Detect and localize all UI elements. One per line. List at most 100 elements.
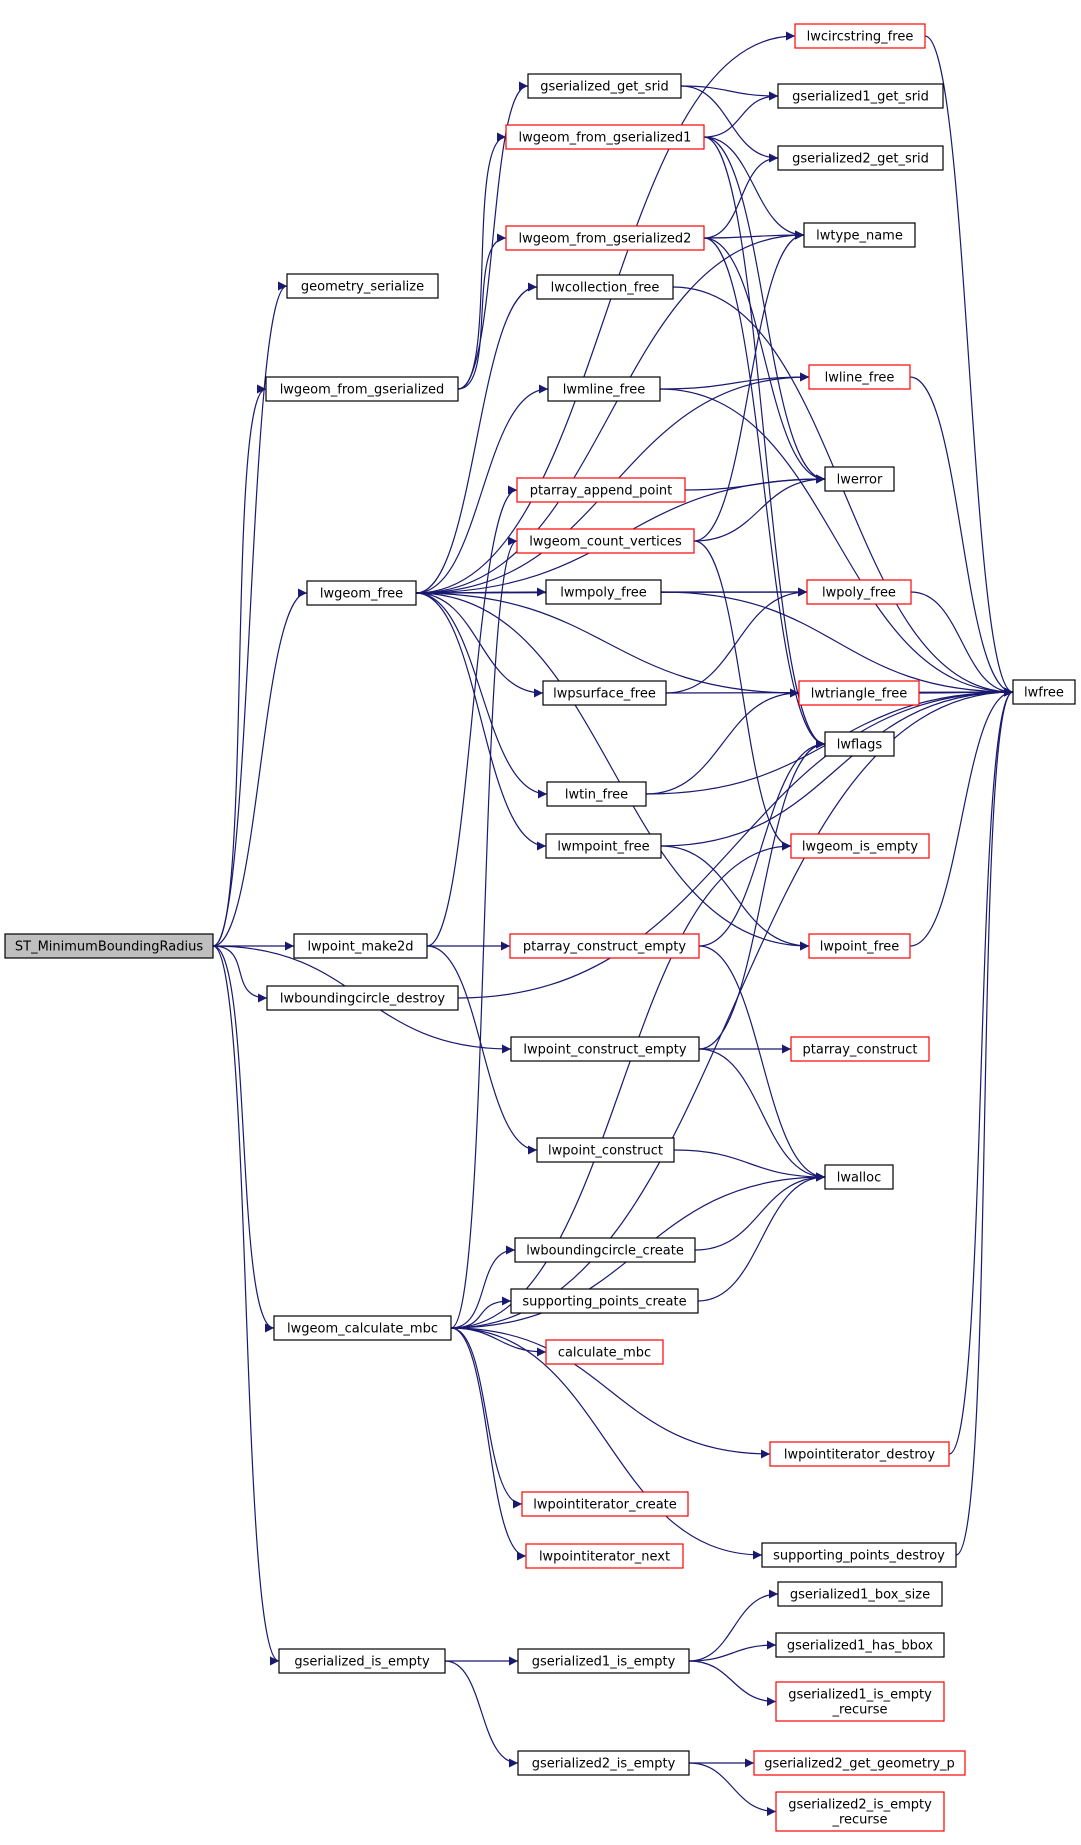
node-box xyxy=(798,680,920,706)
node-box xyxy=(527,73,682,99)
node-box xyxy=(761,1542,957,1568)
node-lwgeom-from-gserialized2[interactable]: lwgeom_from_gserialized2 xyxy=(505,225,705,251)
node-lwgeom-is-empty[interactable]: lwgeom_is_empty xyxy=(790,833,930,859)
node-label: lwboundingcircle_destroy xyxy=(280,992,445,1007)
node-box xyxy=(265,376,459,402)
node-ptarray-construct-empty[interactable]: ptarray_construct_empty xyxy=(509,933,700,959)
node-lwpointiterator-next[interactable]: lwpointiterator_next xyxy=(525,1543,684,1569)
node-label: lwgeom_from_gserialized xyxy=(280,383,445,398)
node-gserialized1-get-srid[interactable]: gserialized1_get_srid xyxy=(777,83,944,109)
call-edge-lwgeom_count_vertices-to-lwgeom_is_empty xyxy=(693,540,792,851)
node-gserialized-get-srid[interactable]: gserialized_get_srid xyxy=(527,73,682,99)
node-lwgeom-free[interactable]: lwgeom_free xyxy=(306,580,417,606)
node-box xyxy=(777,83,944,109)
node-supporting-points-destroy[interactable]: supporting_points_destroy xyxy=(761,1542,957,1568)
node-label: gserialized_is_empty xyxy=(294,1655,430,1670)
node-lwline-free[interactable]: lwline_free xyxy=(808,364,911,390)
node-box xyxy=(306,580,417,606)
node-label: ST_MinimumBoundingRadius xyxy=(15,940,203,955)
node-lwmpoly-free[interactable]: lwmpoly_free xyxy=(545,579,662,605)
node-lwtin-free[interactable]: lwtin_free xyxy=(546,781,647,807)
node-geometry-serialize[interactable]: geometry_serialize xyxy=(286,273,439,299)
call-edge-ptarray_construct_empty-to-lwflags xyxy=(698,739,826,947)
call-edge-lwgeom_count_vertices-to-lwtype_name xyxy=(693,230,805,542)
node-lwpsurface-free[interactable]: lwpsurface_free xyxy=(542,680,667,706)
node-label: lwtin_free xyxy=(565,788,628,803)
node-lwgeom-from-gserialized[interactable]: lwgeom_from_gserialized xyxy=(265,376,459,402)
node-ptarray-construct[interactable]: ptarray_construct xyxy=(790,1036,930,1062)
call-edge-lwgeom_from_gserialized2-to-lwflags xyxy=(703,237,826,749)
call-edge-lwgeom_from_gserialized-to-lwgeom_from_gserialized2 xyxy=(457,233,507,390)
node-lwtype-name[interactable]: lwtype_name xyxy=(803,222,916,248)
node-gserialized2-get-geometry-p[interactable]: gserialized2_get_geometry_p xyxy=(753,1750,966,1776)
node-ptarray-append-point[interactable]: ptarray_append_point xyxy=(516,477,686,503)
call-edge-lwgeom_from_gserialized1-to-lwtype_name xyxy=(703,136,805,240)
node-gserialized1-box-size[interactable]: gserialized1_box_size xyxy=(777,1581,943,1607)
node-lwfree[interactable]: lwfree xyxy=(1012,679,1076,705)
node-lwflags[interactable]: lwflags xyxy=(824,731,895,757)
node-gserialized1-has-bbox[interactable]: gserialized1_has_bbox xyxy=(775,1632,945,1658)
node-gserialized-is-empty[interactable]: gserialized_is_empty xyxy=(278,1648,446,1674)
node-lwalloc[interactable]: lwalloc xyxy=(824,1164,894,1190)
call-edge-lwgeom_calculate_mbc-to-lwgeom_count_vertices xyxy=(450,536,518,1329)
node-lwtriangle-free[interactable]: lwtriangle_free xyxy=(798,680,920,706)
node-gserialized2-get-srid[interactable]: gserialized2_get_srid xyxy=(777,145,944,171)
node-lwboundingcircle-create[interactable]: lwboundingcircle_create xyxy=(514,1237,696,1263)
node-label: lwline_free xyxy=(825,371,895,386)
node-label: lwgeom_count_vertices xyxy=(529,535,682,550)
node-label: lwpoly_free xyxy=(822,586,896,601)
node-lwboundingcircle-destroy[interactable]: lwboundingcircle_destroy xyxy=(266,985,459,1011)
node-box xyxy=(278,1648,446,1674)
node-lwmline-free[interactable]: lwmline_free xyxy=(547,376,661,402)
node-label: lwgeom_is_empty xyxy=(802,840,919,855)
node-lwgeom-count-vertices[interactable]: lwgeom_count_vertices xyxy=(516,528,695,554)
node-label: geometry_serialize xyxy=(301,280,424,295)
node-lwgeom-from-gserialized1[interactable]: lwgeom_from_gserialized1 xyxy=(505,124,705,150)
call-edge-lwpoint_construct_empty-to-lwalloc xyxy=(698,1048,826,1182)
node-lwpointiterator-create[interactable]: lwpointiterator_create xyxy=(521,1491,689,1517)
node-box xyxy=(824,731,895,757)
node-lwpoint-construct[interactable]: lwpoint_construct xyxy=(536,1137,675,1163)
node-lwpoint-construct-empty[interactable]: lwpoint_construct_empty xyxy=(510,1036,700,1062)
node-lwcollection-free[interactable]: lwcollection_free xyxy=(536,274,674,300)
node-label: gserialized2_is_empty xyxy=(532,1757,676,1772)
node-gserialized2-is-empty[interactable]: gserialized2_is_empty xyxy=(517,1750,690,1776)
node-gserialized1-is-empty[interactable]: gserialized1_is_empty xyxy=(517,1648,690,1674)
call-edge-lwpoint_construct-to-lwalloc xyxy=(673,1149,826,1182)
call-edge-lwpoint_make2d-to-ptarray_append_point xyxy=(426,485,518,947)
call-edge-root-to-lwgeom_calculate_mbc xyxy=(212,945,275,1333)
node-label: lwpointiterator_next xyxy=(539,1550,670,1565)
node-box xyxy=(775,1681,945,1722)
call-edge-gserialized2_is_empty-to-gserialized2_is_empty_recurse xyxy=(688,1762,777,1816)
call-edge-root-to-lwboundingcircle_destroy xyxy=(212,945,268,1003)
node-lwpoly-free[interactable]: lwpoly_free xyxy=(806,579,912,605)
node-label: gserialized2_get_geometry_p xyxy=(764,1757,955,1772)
node-label: _recurse xyxy=(831,1813,887,1828)
node-calculate-mbc[interactable]: calculate_mbc xyxy=(545,1339,664,1365)
node-box xyxy=(542,680,667,706)
node-lwcircstring-free[interactable]: lwcircstring_free xyxy=(794,23,926,49)
call-edge-lwpsurface_free-to-lwpoly_free xyxy=(665,587,808,694)
call-edge-lwpoly_free-to-lwfree xyxy=(910,591,1014,697)
node-lwerror[interactable]: lwerror xyxy=(824,466,895,492)
node-lwgeom-calculate-mbc[interactable]: lwgeom_calculate_mbc xyxy=(273,1315,452,1341)
node-label: lwgeom_calculate_mbc xyxy=(287,1322,438,1337)
node-box xyxy=(803,222,916,248)
node-box xyxy=(808,933,911,959)
call-edge-gserialized_get_srid-to-gserialized2_get_srid xyxy=(680,85,779,163)
node-gserialized2-is-empty-recurse[interactable]: gserialized2_is_empty_recurse xyxy=(775,1791,945,1832)
node-supporting-points-create[interactable]: supporting_points_create xyxy=(510,1288,699,1314)
node-box xyxy=(824,466,895,492)
node-lwpointiterator-destroy[interactable]: lwpointiterator_destroy xyxy=(769,1441,950,1467)
node-box xyxy=(286,273,439,299)
node-lwpoint-free[interactable]: lwpoint_free xyxy=(808,933,911,959)
node-box xyxy=(547,376,661,402)
node-lwmpoint-free[interactable]: lwmpoint_free xyxy=(545,833,662,859)
node-gserialized1-is-empty-recurse[interactable]: gserialized1_is_empty_recurse xyxy=(775,1681,945,1722)
call-edge-lwgeom_from_gserialized-to-lwgeom_from_gserialized1 xyxy=(457,132,507,390)
node-lwpoint-make2d[interactable]: lwpoint_make2d xyxy=(293,933,428,959)
call-edge-lwboundingcircle_destroy-to-lwfree xyxy=(457,687,1014,999)
node-label: lwpoint_construct_empty xyxy=(523,1043,686,1058)
call-edge-lwmline_free-to-lwline_free xyxy=(659,372,810,390)
call-edge-ptarray_construct_empty-to-lwalloc xyxy=(698,945,826,1182)
